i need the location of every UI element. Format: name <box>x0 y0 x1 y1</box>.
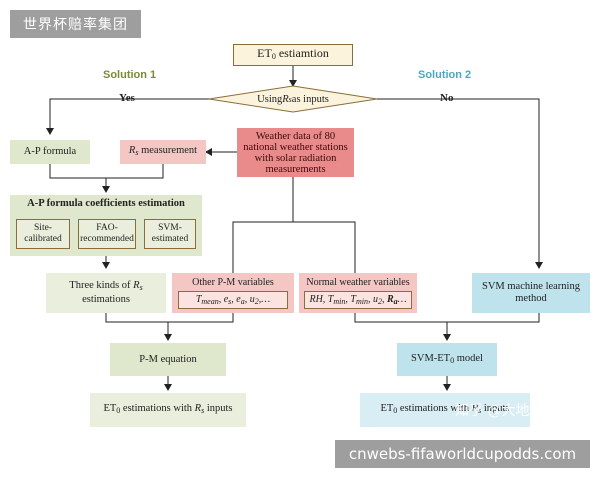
solution2-label: Solution 2 <box>418 69 472 81</box>
three-kinds-node: Three kinds of Rs estimations <box>46 273 166 313</box>
normal-weather-node: Normal weather variables RH, Tmin, Tmin,… <box>299 273 417 313</box>
normal-weather-title: Normal weather variables <box>306 277 410 288</box>
other-pm-vars: Tmean, es, ea, u2,… <box>178 291 288 309</box>
weather-data-node: Weather data of 80 national weather stat… <box>237 128 354 177</box>
pm-equation-node: P-M equation <box>110 343 226 376</box>
coeff-item-fao: FAO-recommended <box>78 219 136 249</box>
edge-ap-merge <box>49 164 164 179</box>
edge-left-merge <box>105 313 234 323</box>
coeff-estimation-box: A-P formula coefficients estimation Site… <box>10 195 202 256</box>
svm-model-node: SVM-ET0 model <box>397 343 497 376</box>
rs-measurement-node: Rs measurement <box>120 140 206 164</box>
et0-output-left: ET0 estimations with Rs inputs <box>90 393 246 427</box>
start-node: ET0 estiamtion <box>233 44 353 66</box>
et0-output-right: ET0 estimations with Rs inputs <box>360 393 530 427</box>
svm-learning-node: SVM machine learning method <box>472 273 590 313</box>
solution1-label: Solution 1 <box>103 69 157 81</box>
coeff-item-site: Site-calibrated <box>16 219 70 249</box>
edge-yes <box>46 98 209 135</box>
normal-weather-vars: RH, Tmin, Tmin, u2, Ra… <box>304 291 412 309</box>
yes-label: Yes <box>119 92 135 104</box>
coeff-estimation-title: A-P formula coefficients estimation <box>27 198 185 209</box>
watermark-zhihu: 知乎 @大地鼓手 <box>455 403 558 419</box>
watermark-top: 世界杯赔率集团 <box>10 10 141 38</box>
other-pm-title: Other P-M variables <box>192 277 274 288</box>
edge-no <box>377 98 543 269</box>
no-label: No <box>440 92 454 104</box>
decision-diamond <box>208 85 378 113</box>
edge-weather-split <box>232 221 356 273</box>
coeff-item-svm: SVM-estimated <box>144 219 196 249</box>
ap-formula-node: A-P formula <box>10 140 90 164</box>
start-node-label: ET0 estiamtion <box>257 46 329 61</box>
other-pm-node: Other P-M variables Tmean, es, ea, u2,… <box>172 273 294 313</box>
edge-right-merge <box>354 313 540 323</box>
watermark-bottom: cnwebs-fifaworldcupodds.com <box>335 440 590 468</box>
